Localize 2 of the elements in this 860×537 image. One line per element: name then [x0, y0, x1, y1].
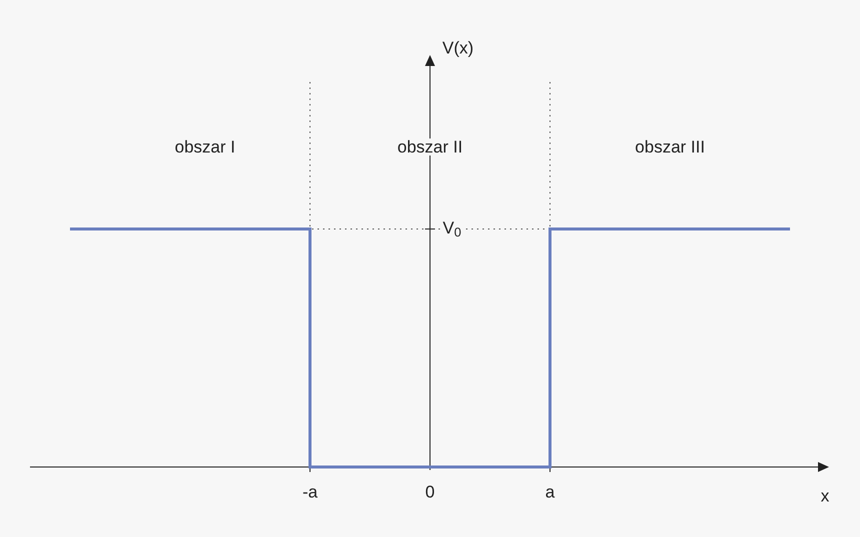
tick-label: 0	[423, 484, 437, 500]
level-label: V$_{0}$	[440, 220, 464, 236]
